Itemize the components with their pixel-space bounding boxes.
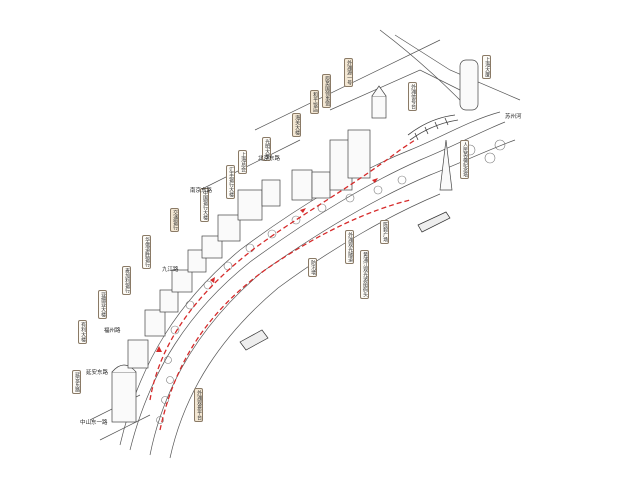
label-jiangxi-bank: 交通银行 [170, 208, 179, 232]
label-asia-building: 亚细亚大楼 [98, 290, 107, 319]
label-china-bank: 中国银行大楼 [200, 188, 209, 222]
label-shanghai-tower: 上海大厦 [482, 55, 491, 79]
label-monument: 人民英雄纪念塔 [460, 140, 469, 179]
label-hsbc: 汇丰银行大楼 [226, 165, 235, 199]
waibaidu-bridge [407, 114, 459, 141]
river-suzhou: 苏州河 [505, 114, 522, 120]
buildings [111, 59, 479, 423]
label-ferry-station: 外滩观光隧道 [345, 230, 354, 264]
label-chartered-bank: 麦加利银行 [122, 266, 131, 295]
label-bund-pier: 黄浦江观光游船码头 [360, 250, 369, 299]
label-peace-hotel: 和平饭店 [310, 90, 319, 114]
route-arrows [156, 178, 378, 352]
label-former-consulate: 原英国领事馆 [322, 74, 331, 108]
label-chen-yi-statue: 陈毅广场 [380, 220, 389, 244]
walking-route [149, 139, 416, 431]
road-zhongshan: 中山东一路 [80, 420, 108, 426]
label-customs-house: 海关大楼 [292, 113, 301, 137]
label-guangming-building: 光明大厦 [262, 137, 271, 161]
label-observation-deck: 外滩观景平台 [194, 388, 203, 422]
label-yanan-rd: 延安东路 [72, 370, 81, 394]
boats [239, 211, 451, 351]
road-beijing: 北京东路 [258, 156, 281, 162]
road-nanjing: 南京东路 [190, 188, 213, 194]
label-flood-wall: 防汛墙 [308, 258, 317, 277]
label-shanghai-club: 上海总会 [238, 150, 247, 174]
label-bund-no1: 外滩源一号 [344, 58, 353, 87]
road-yanan: 延安东路 [86, 370, 109, 376]
label-russo-asiatic: 华俄道胜银行 [142, 235, 151, 269]
road-jiujiang: 九江路 [162, 267, 179, 273]
road-fuzhou: 福州路 [104, 328, 121, 334]
label-union-building: 有利大楼 [78, 320, 87, 344]
label-meteor-signal: 外滩信号台 [408, 82, 417, 111]
trees [156, 139, 506, 424]
